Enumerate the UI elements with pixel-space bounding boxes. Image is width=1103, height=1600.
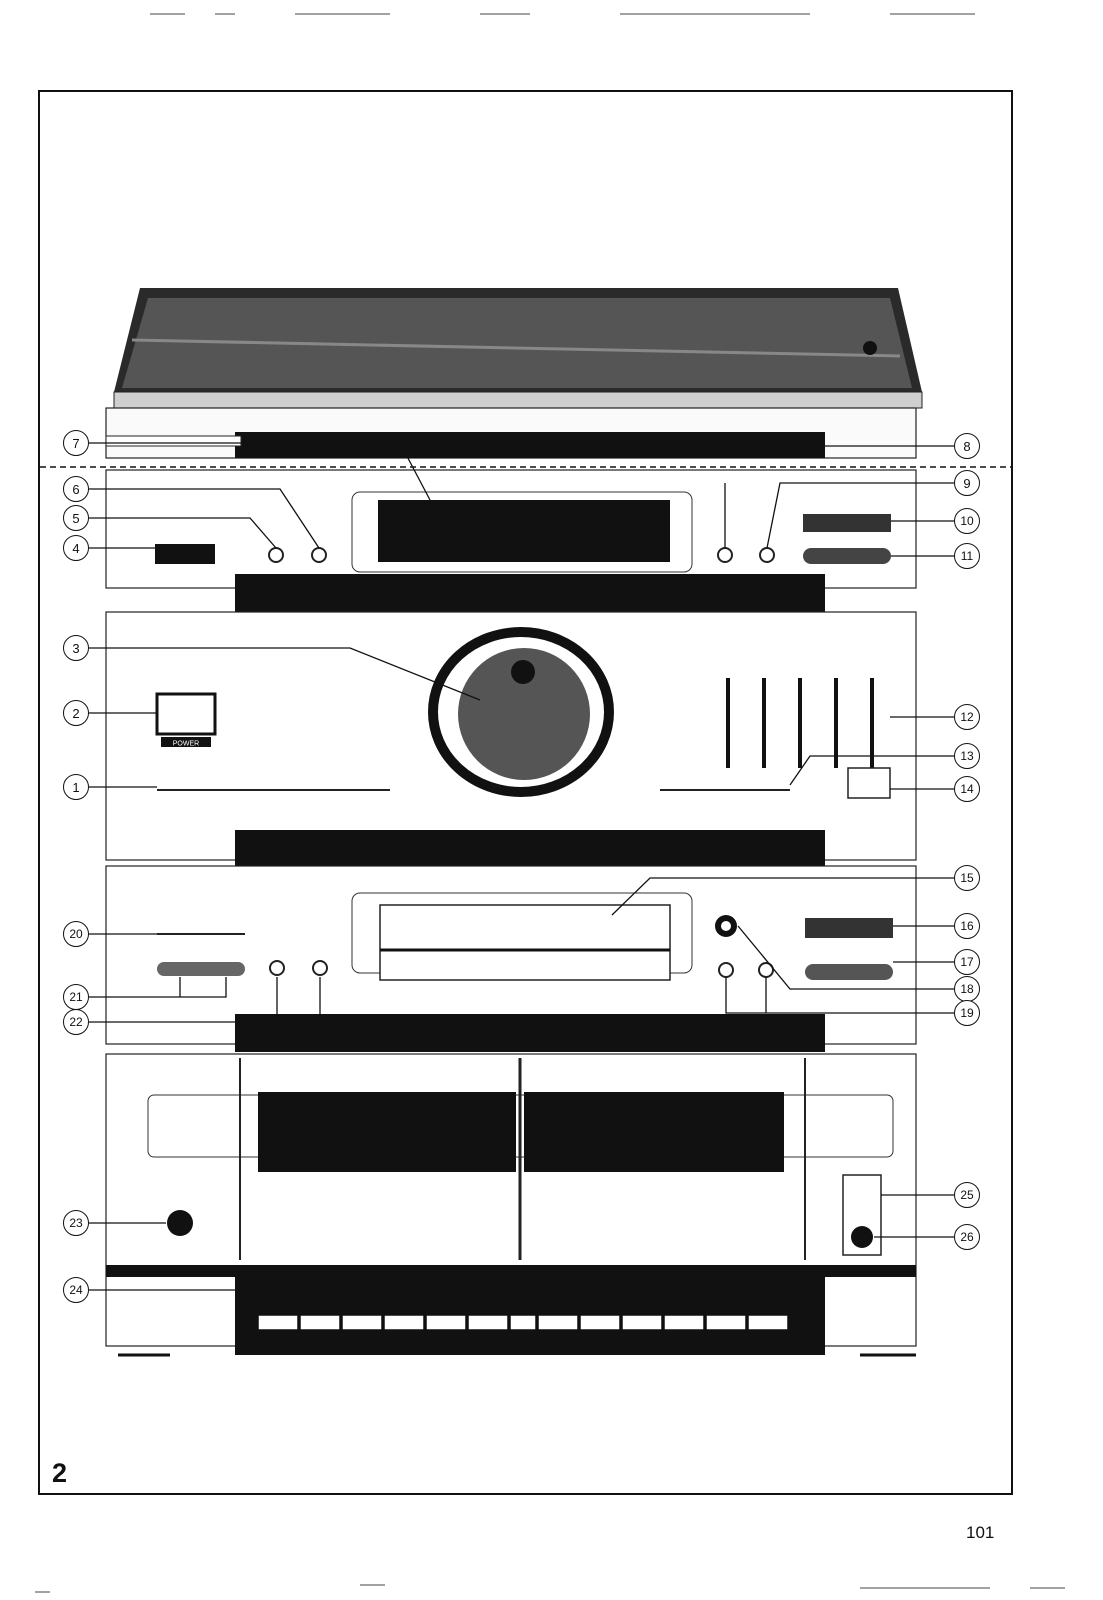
callout-24: 24	[63, 1277, 89, 1303]
callout-16: 16	[954, 913, 980, 939]
turntable-dust-cover	[113, 288, 923, 409]
tuner-unit	[105, 469, 917, 614]
callout-19: 19	[954, 1000, 980, 1026]
callout-5: 5	[63, 505, 89, 531]
callout-11: 11	[954, 543, 980, 569]
callout-1: 1	[63, 774, 89, 800]
turntable-plinth	[105, 407, 917, 459]
callout-20: 20	[63, 921, 89, 947]
callout-6: 6	[63, 476, 89, 502]
cd-player-unit	[105, 865, 917, 1052]
callout-18: 18	[954, 976, 980, 1002]
callout-13: 13	[954, 743, 980, 769]
power-label: POWER	[173, 741, 199, 748]
callout-9: 9	[954, 470, 980, 496]
callout-21: 21	[63, 984, 89, 1010]
callout-25: 25	[954, 1182, 980, 1208]
callout-15: 15	[954, 865, 980, 891]
figure-number: 2	[52, 1458, 68, 1488]
callout-14: 14	[954, 776, 980, 802]
callout-7: 7	[63, 430, 89, 456]
callout-23: 23	[63, 1210, 89, 1236]
callout-22: 22	[63, 1009, 89, 1035]
callout-10: 10	[954, 508, 980, 534]
callout-leader-lines	[89, 442, 954, 1291]
callout-3: 3	[63, 635, 89, 661]
cassette-deck-unit	[105, 1053, 917, 1357]
callout-4: 4	[63, 535, 89, 561]
page-number: 101	[966, 1523, 995, 1542]
callout-26: 26	[954, 1224, 980, 1250]
amplifier-unit: POWER	[105, 611, 917, 868]
scan-noise	[35, 13, 1065, 1593]
callout-17: 17	[954, 949, 980, 975]
callout-8: 8	[954, 433, 980, 459]
callout-2: 2	[63, 700, 89, 726]
callout-12: 12	[954, 704, 980, 730]
figure-frame	[38, 90, 1013, 1495]
